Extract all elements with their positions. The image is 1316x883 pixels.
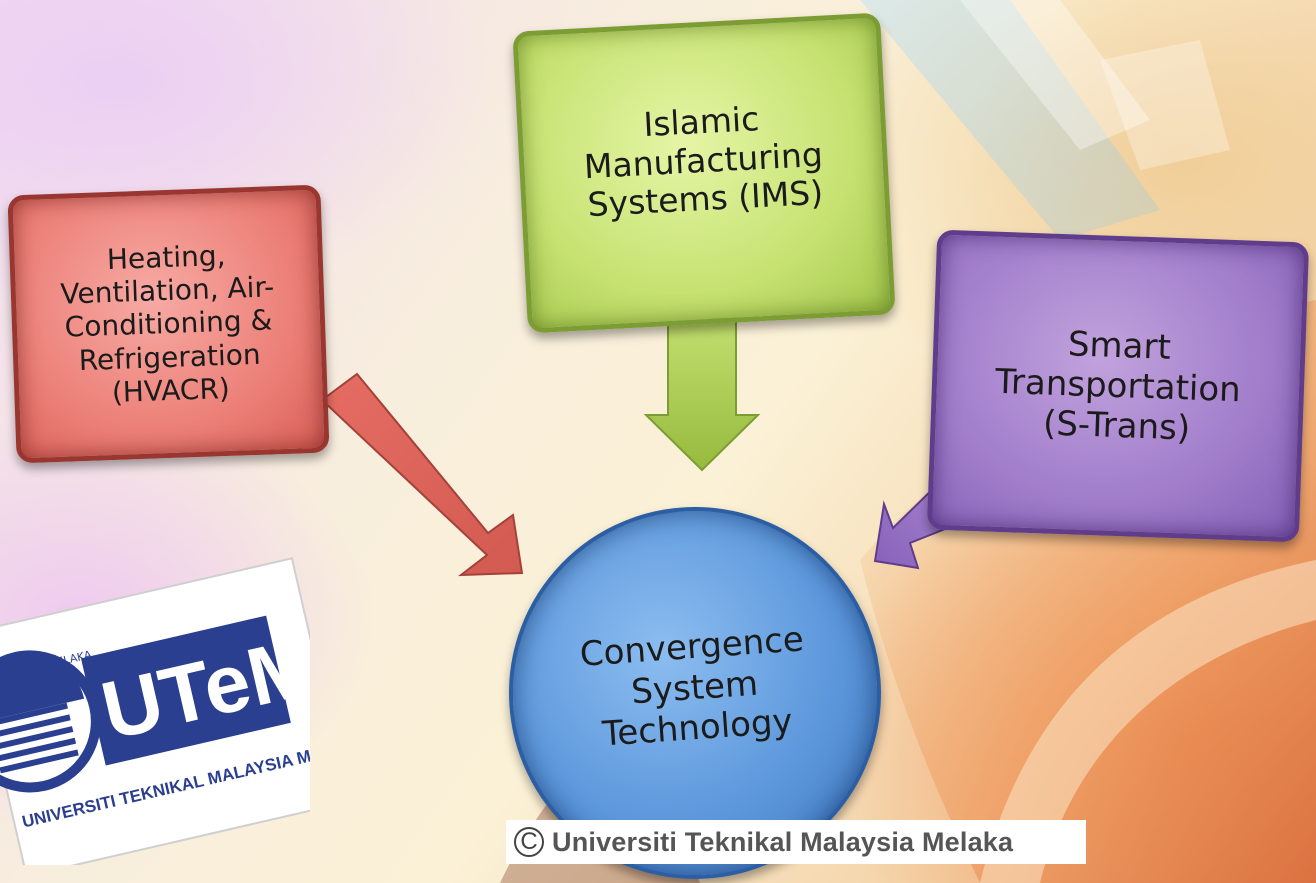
utem-logo: MALAYSIA MELAKA UTeM UNIVERSITI TEKNIKAL…: [0, 557, 310, 865]
copyright-text: Universiti Teknikal Malaysia Melaka: [552, 826, 1014, 857]
node-strans: Smart Transportation (S-Trans): [926, 229, 1310, 543]
arrow-ims-to-center: [643, 317, 761, 472]
node-ims: Islamic Manufacturing Systems (IMS): [512, 12, 896, 334]
arrow-hvacr-to-center: [320, 372, 524, 577]
copyright-icon: C: [514, 827, 544, 857]
node-strans-label: Smart Transportation (S-Trans): [994, 324, 1242, 449]
node-center-label: Convergence System Technology: [578, 619, 805, 755]
copyright-banner: C Universiti Teknikal Malaysia Melaka: [506, 820, 1086, 864]
node-hvacr-label: Heating, Ventilation, Air- Conditioning …: [59, 239, 275, 409]
node-hvacr: Heating, Ventilation, Air- Conditioning …: [7, 184, 330, 464]
utem-seal-icon: MALAYSIA MELAKA: [0, 648, 101, 793]
node-ims-label: Islamic Manufacturing Systems (IMS): [582, 98, 825, 225]
